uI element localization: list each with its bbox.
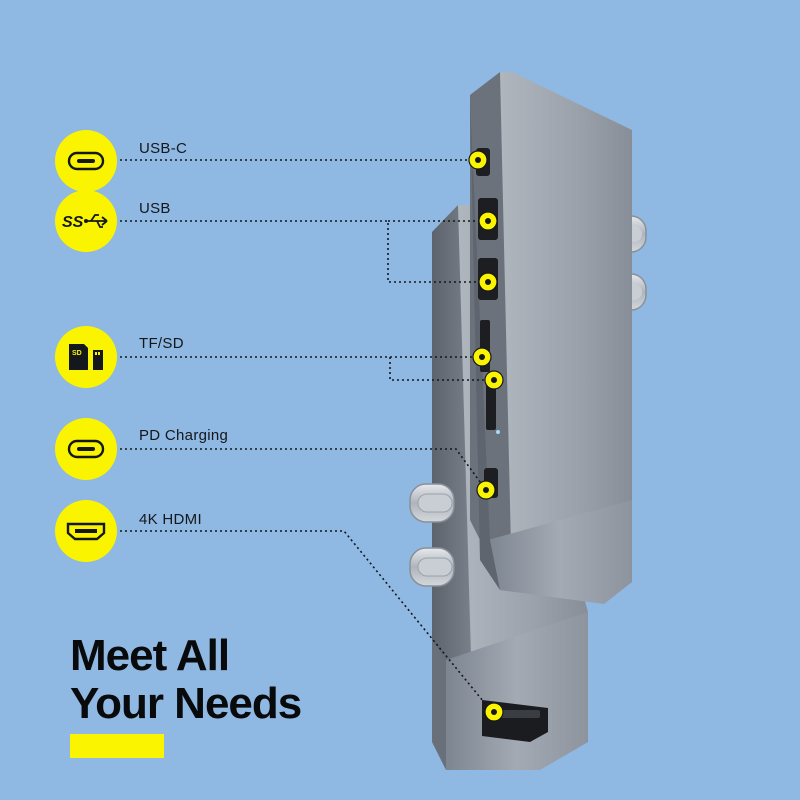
port-label-tf-sd: TF/SD bbox=[139, 335, 184, 352]
port-label-hdmi: 4K HDMI bbox=[139, 511, 202, 528]
headline: Meet All Your Needs bbox=[70, 631, 302, 728]
accent-bar bbox=[70, 734, 164, 758]
sd-icon-text: SD bbox=[72, 350, 82, 357]
headline-line-1: Meet All bbox=[70, 631, 230, 680]
callout-lines bbox=[120, 159, 494, 713]
headline-line-2: Your Needs bbox=[70, 679, 302, 728]
hub-upper-body bbox=[470, 72, 632, 604]
usb-icon-text: SS bbox=[62, 214, 84, 231]
hdmi-icon bbox=[55, 500, 117, 562]
usb-c-icon bbox=[55, 418, 117, 480]
port-markers bbox=[468, 150, 504, 722]
usb-c-plug-left-lower bbox=[409, 547, 455, 587]
usb-c-icon bbox=[55, 130, 117, 192]
port-label-pd-charging: PD Charging bbox=[139, 427, 229, 444]
usb-c-plug-left-upper bbox=[409, 483, 455, 523]
sd-card-icon: SD bbox=[55, 326, 117, 388]
usb-superspeed-icon: SS bbox=[55, 190, 117, 252]
port-label-usb-c: USB-C bbox=[139, 140, 188, 157]
port-label-usb: USB bbox=[139, 200, 171, 217]
